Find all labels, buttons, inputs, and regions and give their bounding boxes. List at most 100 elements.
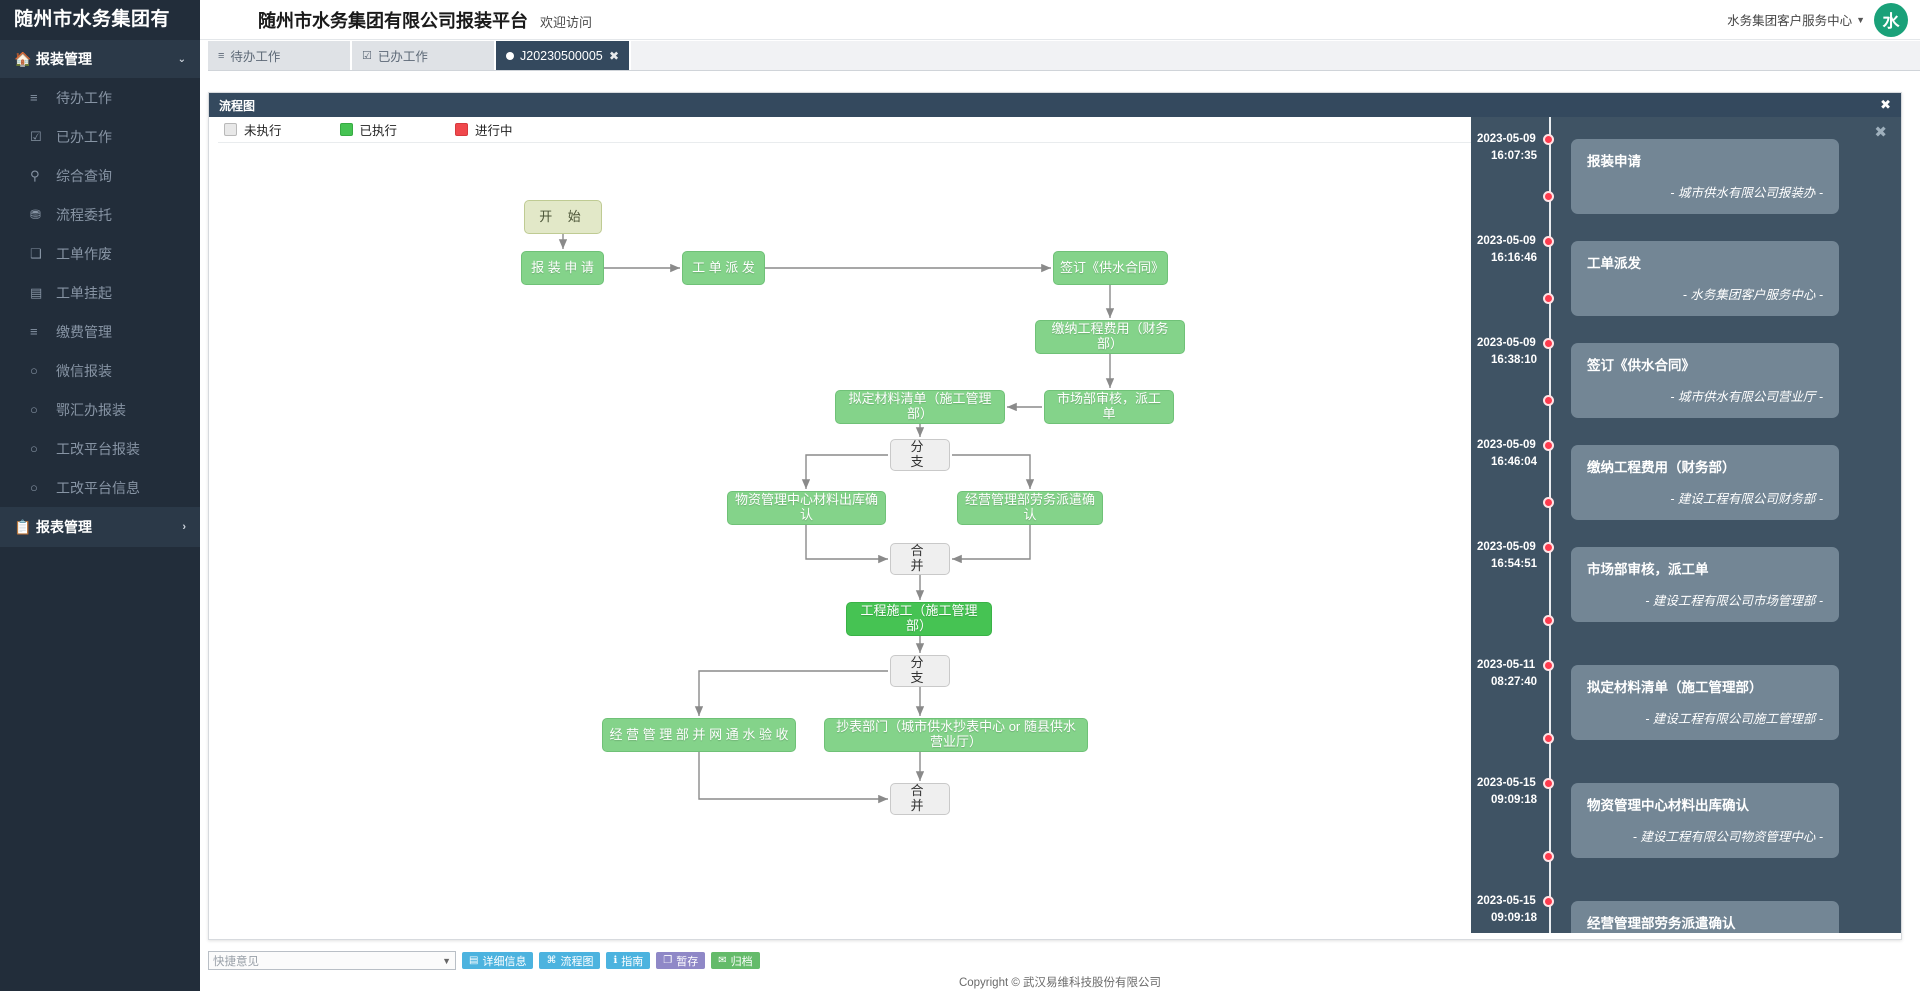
tab-0[interactable]: ≡待办工作 xyxy=(208,41,352,70)
bottom-button-1[interactable]: ⌘流程图 xyxy=(539,952,601,969)
sidebar-group-baozhuang[interactable]: 🏠 报装管理 ⌄ xyxy=(0,40,200,78)
bottom-button-label: 流程图 xyxy=(560,955,594,968)
bottom-button-4[interactable]: ✉归档 xyxy=(711,952,760,969)
timeline-card[interactable]: 市场部审核，派工单- 建设工程有限公司市场管理部 - xyxy=(1571,547,1839,622)
user-name[interactable]: 水务集团客户服务中心 xyxy=(1727,14,1853,28)
timeline-card-title: 工单派发 xyxy=(1587,256,1641,271)
timeline-card[interactable]: 经营管理部劳务派遣确认- 建设工程有限公司经营管理部 - xyxy=(1571,901,1839,933)
sidebar-item-3[interactable]: ⛃流程委托 xyxy=(0,195,200,234)
flow-node-label: 分 支 xyxy=(910,439,930,469)
flow-node-label: 报 装 申 请 xyxy=(531,259,594,275)
check-square-icon: ☑ xyxy=(30,128,42,144)
flow-node-branch2[interactable]: 分 支 xyxy=(890,655,950,687)
chat-icon: ○ xyxy=(30,402,38,417)
bottom-button-0[interactable]: ▤详细信息 xyxy=(462,952,534,969)
timeline-date: 2023-05-15 xyxy=(1477,895,1536,907)
close-icon[interactable]: ✖ xyxy=(1880,97,1891,112)
timeline-card[interactable]: 缴纳工程费用（财务部）- 建设工程有限公司财务部 - xyxy=(1571,445,1839,520)
quick-comment-placeholder: 快捷意见 xyxy=(213,955,259,968)
info-card-icon: ▤ xyxy=(469,955,479,966)
bottom-button-label: 归档 xyxy=(730,955,753,968)
flow-node-merge2[interactable]: 合 并 xyxy=(890,783,950,815)
timeline-card[interactable]: 拟定材料清单（施工管理部）- 建设工程有限公司施工管理部 - xyxy=(1571,665,1839,740)
sidebar-item-7[interactable]: ○微信报装 xyxy=(0,351,200,390)
flow-node-apply[interactable]: 报 装 申 请 xyxy=(521,251,604,285)
flow-node-fee[interactable]: 缴纳工程费用（财务部） xyxy=(1035,320,1185,354)
sidebar-item-label: 工改平台报装 xyxy=(56,440,140,457)
timeline-card[interactable]: 工单派发- 水务集团客户服务中心 - xyxy=(1571,241,1839,316)
flow-node-market[interactable]: 市场部审核，派工单 xyxy=(1044,390,1174,424)
sidebar-item-label: 鄂汇办报装 xyxy=(56,401,126,418)
legend-swatch xyxy=(339,123,353,136)
sidebar-item-label: 已办工作 xyxy=(56,128,112,145)
flow-node-material[interactable]: 拟定材料清单（施工管理部） xyxy=(835,390,1005,424)
avatar[interactable]: 水 xyxy=(1874,2,1908,37)
chevron-down-icon: ⌄ xyxy=(177,53,186,65)
timeline-dot xyxy=(1543,191,1554,202)
close-icon[interactable]: ✖ xyxy=(1874,124,1887,141)
archive-icon: ✉ xyxy=(718,955,727,966)
sidebar-item-0[interactable]: ≡待办工作 xyxy=(0,78,200,117)
timeline-date: 2023-05-09 xyxy=(1477,541,1536,553)
timeline-date: 2023-05-09 xyxy=(1477,133,1536,145)
check-square-icon: ☑ xyxy=(362,50,372,62)
flow-node-label: 经营管理部劳务派遣确认 xyxy=(964,492,1095,522)
chevron-down-icon[interactable]: ▼ xyxy=(1856,14,1865,25)
bottom-button-3[interactable]: ❐暂存 xyxy=(656,952,706,969)
flow-canvas[interactable]: 开 始报 装 申 请 工 单 派 发 签订《供水合同》缴纳工程费用（财务部） 市场部审… xyxy=(218,143,1471,933)
footer-copyright: Copyright © 武汉易维科技股份有限公司 xyxy=(200,974,1920,991)
timeline-date: 2023-05-09 xyxy=(1477,439,1536,451)
sidebar-item-label: 综合查询 xyxy=(56,167,112,184)
sidebar-item-9[interactable]: ○工改平台报装 xyxy=(0,429,200,468)
tab-1[interactable]: ☑已办工作 xyxy=(352,41,496,70)
panel-header: 流程图 ✖ xyxy=(209,93,1901,117)
timeline-dot xyxy=(1543,542,1554,553)
legend-swatch xyxy=(224,123,237,136)
timeline-card-title: 拟定材料清单（施工管理部） xyxy=(1587,680,1763,695)
timeline-dot xyxy=(1543,293,1554,304)
flow-node-branch1[interactable]: 分 支 xyxy=(890,439,950,471)
flow-edges xyxy=(558,234,1115,804)
timeline-card[interactable]: 物资管理中心材料出库确认- 建设工程有限公司物资管理中心 - xyxy=(1571,783,1839,858)
sidebar-item-5[interactable]: ▤工单挂起 xyxy=(0,273,200,312)
home-icon: 🏠 xyxy=(14,50,32,67)
tab-2[interactable]: J20230500005✖ xyxy=(496,41,631,70)
sidebar-item-4[interactable]: ❑工单作废 xyxy=(0,234,200,273)
topbar: 随州市水务集团有限公司报装平台 欢迎访问 水务集团客户服务中心 ▼ 水 xyxy=(200,0,1920,40)
flow-node-jy[interactable]: 经营管理部劳务派遣确认 xyxy=(957,491,1103,525)
file-pause-icon: ▤ xyxy=(30,284,43,300)
timeline-card[interactable]: 报装申请- 城市供水有限公司报装办 - xyxy=(1571,139,1839,214)
flow-node-dispatch[interactable]: 工 单 派 发 xyxy=(682,251,765,285)
sidebar-item-label: 缴费管理 xyxy=(56,323,112,340)
timeline-card[interactable]: 签订《供水合同》- 城市供水有限公司营业厅 - xyxy=(1571,343,1839,418)
quick-comment-select[interactable]: 快捷意见 ▼ xyxy=(208,951,456,970)
timeline-dot xyxy=(1543,497,1554,508)
flow-node-contract[interactable]: 签订《供水合同》 xyxy=(1053,251,1168,285)
timeline-card-title: 报装申请 xyxy=(1587,154,1641,169)
timeline-time: 08:27:40 xyxy=(1491,675,1538,688)
timeline-dot xyxy=(1543,236,1554,247)
sidebar-item-report-management[interactable]: 📋 报表管理 › xyxy=(0,507,200,547)
timeline-dot xyxy=(1543,615,1554,626)
flow-node-merge1[interactable]: 合 并 xyxy=(890,543,950,575)
flow-node-meter[interactable]: 抄表部门（城市供水抄表中心 or 随县供水营业厅） xyxy=(824,718,1088,752)
flow-node-wz[interactable]: 物资管理中心材料出库确认 xyxy=(727,491,886,525)
sidebar-item-10[interactable]: ○工改平台信息 xyxy=(0,468,200,507)
flow-node-build[interactable]: 工程施工（施工管理部） xyxy=(846,602,992,636)
tab-close-icon[interactable]: ✖ xyxy=(608,48,619,63)
bottom-button-label: 详细信息 xyxy=(482,955,527,968)
flow-node-start[interactable]: 开 始 xyxy=(524,200,602,234)
sidebar-item-6[interactable]: ≡缴费管理 xyxy=(0,312,200,351)
sidebar-item-2[interactable]: ⚲综合查询 xyxy=(0,156,200,195)
sidebar-item-1[interactable]: ☑ 已办工作 xyxy=(0,117,200,156)
timeline-date: 2023-05-09 xyxy=(1477,235,1536,247)
timeline-dot xyxy=(1543,851,1554,862)
flow-node-accept[interactable]: 经 营 管 理 部 并 网 通 水 验 收 xyxy=(602,718,796,752)
timeline-date: 2023-05-11 xyxy=(1477,659,1536,671)
sidebar-item-8[interactable]: ○ 鄂汇办报装 xyxy=(0,390,200,429)
legend-item-1: 已执行 xyxy=(339,120,397,139)
